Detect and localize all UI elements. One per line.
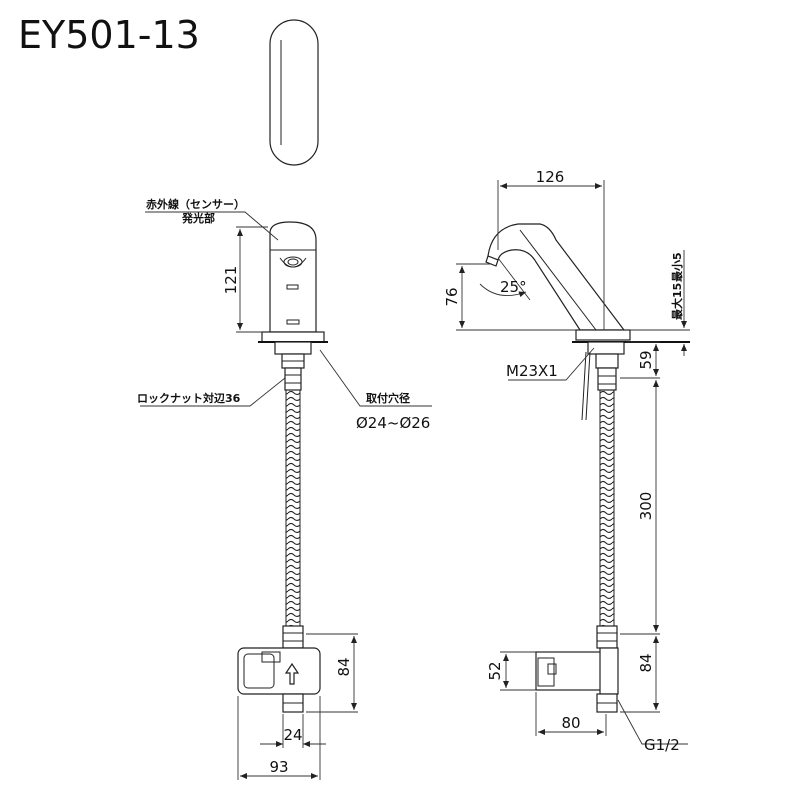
dim-valve-width-total: 93 xyxy=(269,758,288,776)
label-mount-hole-title: 取付穴径 xyxy=(366,391,410,405)
label-min-thickness: 最小5 xyxy=(670,252,684,282)
label-thread: M23X1 xyxy=(506,362,558,380)
dim-spout-reach: 126 xyxy=(536,168,565,186)
dim-front-height: 121 xyxy=(222,266,240,295)
dim-valve-depth: 80 xyxy=(561,714,580,732)
label-sensor-line2: 発光部 xyxy=(181,211,215,225)
label-mount-hole-value: Ø24~Ø26 xyxy=(356,414,430,432)
dim-hose-length: 300 xyxy=(637,492,655,521)
label-max-thickness: 最大15 xyxy=(670,283,684,320)
dim-spout-height: 76 xyxy=(443,287,461,306)
dim-angle: 25° xyxy=(500,278,527,296)
top-view xyxy=(269,19,319,166)
dim-valve-width-small: 24 xyxy=(283,726,302,744)
dim-valve-height-right: 84 xyxy=(637,653,655,672)
model-title: EY501-13 xyxy=(18,13,200,57)
label-sensor-line1: 赤外線（センサー） xyxy=(146,197,245,211)
side-view: 126 76 25° 59 300 84 52 xyxy=(443,168,690,745)
front-view: 121 84 24 93 xyxy=(140,211,432,780)
dim-valve-height-left: 84 xyxy=(335,657,353,676)
label-outlet-thread: G1/2 xyxy=(644,736,680,754)
dim-valve-inner-height: 52 xyxy=(486,661,504,680)
label-lock-nut: ロックナット対辺36 xyxy=(137,391,241,405)
dim-shank-length: 59 xyxy=(637,350,655,369)
